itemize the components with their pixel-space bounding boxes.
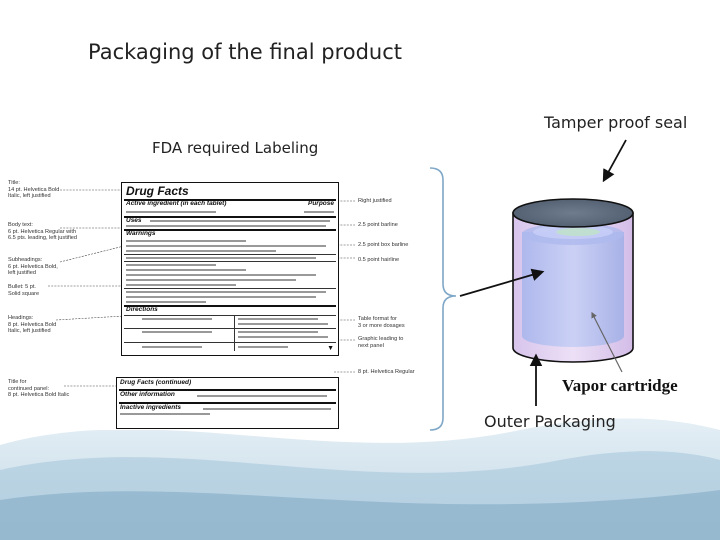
tamper-seal-arrow (602, 139, 627, 183)
warnings-heading: Warnings (126, 230, 156, 237)
annotation-graphic-leading: Graphic leading to next panel (358, 336, 404, 349)
drug-facts-box: Drug Facts Active ingredient (in each ta… (121, 182, 339, 356)
purpose-heading: Purpose (307, 200, 334, 207)
annotation-right-justified: Right justified (358, 198, 392, 204)
continued-title: Drug Facts (continued) (120, 379, 192, 386)
leader-lines (48, 189, 355, 387)
annotation-table-format: Table format for 3 or more dosages (358, 316, 405, 329)
tamper-seal-label: Tamper proof seal (544, 113, 688, 132)
annotation-barline: 2.5 point barline (358, 222, 398, 228)
annotation-box-barline: 2.5 point box barline (358, 242, 409, 248)
slide-title: Packaging of the final product (88, 40, 403, 64)
label-bracket (429, 167, 457, 431)
annotation-body-text: Body text: 6 pt. Helvetica Regular with … (8, 222, 78, 242)
inactive-ingredients-heading: Inactive ingredients (120, 404, 182, 411)
outer-packaging-label: Outer Packaging (484, 412, 616, 431)
annotation-bullet: Bullet: 5 pt. Solid square (8, 284, 40, 297)
active-ingredient-heading: Active ingredient (in each tablet) (126, 200, 227, 207)
annotation-hairline: 0.5 point hairline (358, 257, 400, 263)
annotation-title: Title: 14 pt. Helvetica Bold Italic, lef… (8, 180, 60, 200)
drug-facts-continued-box: Drug Facts (continued) Other information… (116, 377, 339, 429)
annotation-subheadings: Subheadings: 6 pt. Helvetica Bold, left … (8, 257, 58, 277)
vapor-cartridge-shape (522, 223, 624, 347)
annotation-headings: Headings: 8 pt. Helvetica Bold Italic, l… (8, 315, 57, 335)
annotation-continued-title: Title for continued panel: 8 pt. Helveti… (8, 379, 70, 399)
label-to-package-arrow (459, 268, 545, 297)
vapor-cartridge-arrow (591, 311, 623, 373)
drug-facts-label: Title: 14 pt. Helvetica Bold Italic, lef… (0, 170, 430, 430)
vapor-cartridge-label: Vapor cartridge (562, 376, 678, 395)
fda-labeling-heading: FDA required Labeling (152, 139, 319, 157)
other-information-heading: Other information (120, 391, 175, 398)
uses-heading: Uses (126, 217, 142, 224)
tamper-proof-seal-lid (512, 198, 634, 228)
drug-facts-title: Drug Facts (126, 184, 189, 198)
annotation-helvetica-regular: 8 pt. Helvetica Regular (358, 369, 415, 375)
directions-heading: Directions (126, 306, 158, 313)
